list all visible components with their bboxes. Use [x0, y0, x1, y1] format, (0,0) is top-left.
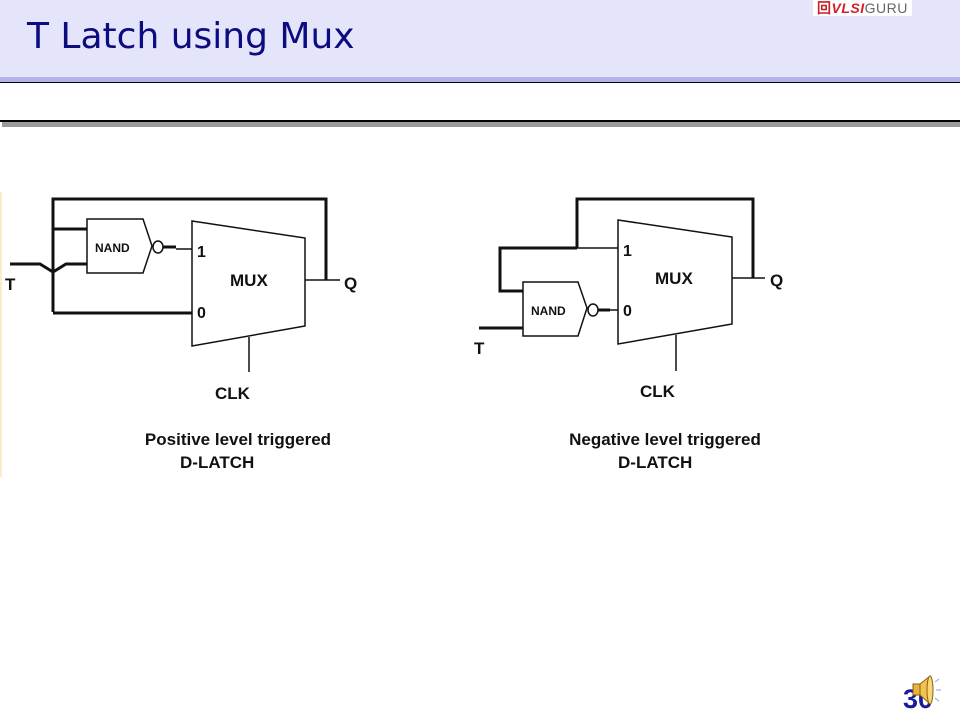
caption-negative: Negative level triggered D-LATCH	[542, 428, 788, 474]
clk-label: CLK	[215, 384, 251, 403]
t-input-label: T	[474, 339, 485, 358]
mux-label: MUX	[655, 269, 693, 288]
header-band	[0, 77, 960, 82]
nand-label: NAND	[95, 241, 130, 255]
t-input-wire	[10, 262, 87, 274]
mux-input-1-label: 1	[197, 244, 206, 261]
diagram-positive-labels: T NAND 1 0 MUX Q CLK	[5, 241, 357, 403]
logo-text-guru: GURU	[864, 0, 908, 16]
speaker-icon[interactable]	[910, 673, 942, 707]
clk-label: CLK	[640, 382, 676, 401]
feedback-wire	[51, 197, 328, 312]
mux-block	[617, 219, 733, 345]
mux-input-0-label: 0	[623, 303, 632, 320]
image-edge	[0, 192, 2, 477]
vlsiguru-logo: 回 VLSI GURU	[813, 0, 912, 16]
caption-line1: Positive level triggered	[144, 430, 332, 449]
mux-block	[191, 220, 306, 347]
nand-bubble	[587, 303, 599, 317]
caption-line2: D-LATCH	[180, 453, 255, 472]
diagram-negative	[479, 197, 765, 371]
t-input-label: T	[5, 275, 16, 294]
logo-mark-icon: 回	[817, 0, 832, 16]
caption-line1: Negative level triggered	[569, 430, 761, 449]
mux-input-0-label: 0	[197, 305, 206, 322]
feedback-wire	[575, 197, 755, 278]
content-divider	[0, 120, 960, 122]
content-divider-shadow	[2, 122, 960, 127]
caption-positive: Positive level triggered D-LATCH	[118, 428, 358, 474]
caption-line2: D-LATCH	[618, 453, 693, 472]
nand-gate	[86, 218, 153, 274]
nand-input-wire-top	[498, 246, 577, 293]
nand-label: NAND	[531, 304, 566, 318]
diagram-positive	[10, 197, 340, 372]
nand-gate	[522, 281, 588, 337]
header-divider	[0, 82, 960, 83]
mux-input-1-label: 1	[623, 243, 632, 260]
slide-title: T Latch using Mux	[27, 16, 355, 57]
q-output-label: Q	[770, 271, 783, 290]
mux-label: MUX	[230, 271, 268, 290]
slide-header	[0, 0, 960, 77]
nand-bubble	[152, 240, 164, 254]
diagram-negative-labels: T NAND 1 0 MUX Q CLK	[474, 243, 783, 401]
q-output-label: Q	[344, 274, 357, 293]
logo-text-vlsi: VLSI	[831, 0, 865, 16]
